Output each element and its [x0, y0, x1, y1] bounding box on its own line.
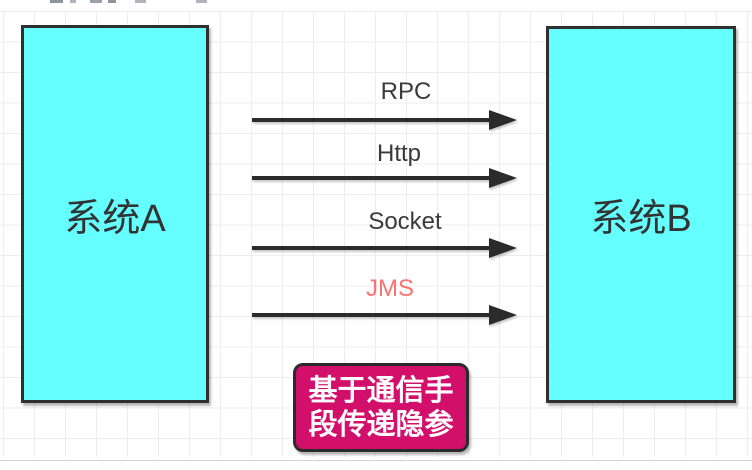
- rpc-arrow-line: [252, 118, 493, 122]
- jms-arrow[interactable]: [252, 305, 517, 325]
- jms-label: JMS: [366, 275, 414, 302]
- toolbar-crop-artifact: [50, 0, 63, 3]
- rpc-arrowhead-icon: [489, 110, 517, 130]
- socket-arrow-line: [252, 246, 493, 250]
- canvas-bottom-edge: [0, 460, 752, 461]
- communication-callout-box[interactable]: 基于通信手 段传递隐参: [293, 363, 469, 452]
- system-a-box[interactable]: 系统A: [21, 25, 209, 403]
- jms-arrowhead-icon: [489, 305, 517, 325]
- system-b-label: 系统B: [590, 198, 692, 240]
- http-arrow[interactable]: [252, 168, 517, 188]
- jms-arrow-line: [252, 313, 493, 317]
- callout-line-1: 基于通信手: [308, 374, 454, 407]
- toolbar-crop-artifact: [70, 0, 76, 3]
- rpc-label: RPC: [380, 78, 432, 105]
- http-label: Http: [376, 140, 421, 167]
- http-arrow-line: [252, 176, 493, 180]
- toolbar-crop-artifact: [196, 0, 207, 3]
- socket-label: Socket: [368, 208, 442, 235]
- callout-line-2: 段传递隐参: [308, 408, 454, 441]
- system-a-label: 系统A: [64, 197, 166, 240]
- toolbar-crop-artifact: [108, 0, 116, 3]
- http-arrowhead-icon: [489, 168, 517, 188]
- socket-arrowhead-icon: [489, 238, 517, 258]
- system-b-box[interactable]: 系统B: [546, 26, 736, 403]
- toolbar-crop-artifact: [135, 0, 146, 3]
- toolbar-crop-artifact: [90, 0, 102, 3]
- rpc-arrow[interactable]: [252, 110, 517, 130]
- socket-arrow[interactable]: [252, 238, 517, 258]
